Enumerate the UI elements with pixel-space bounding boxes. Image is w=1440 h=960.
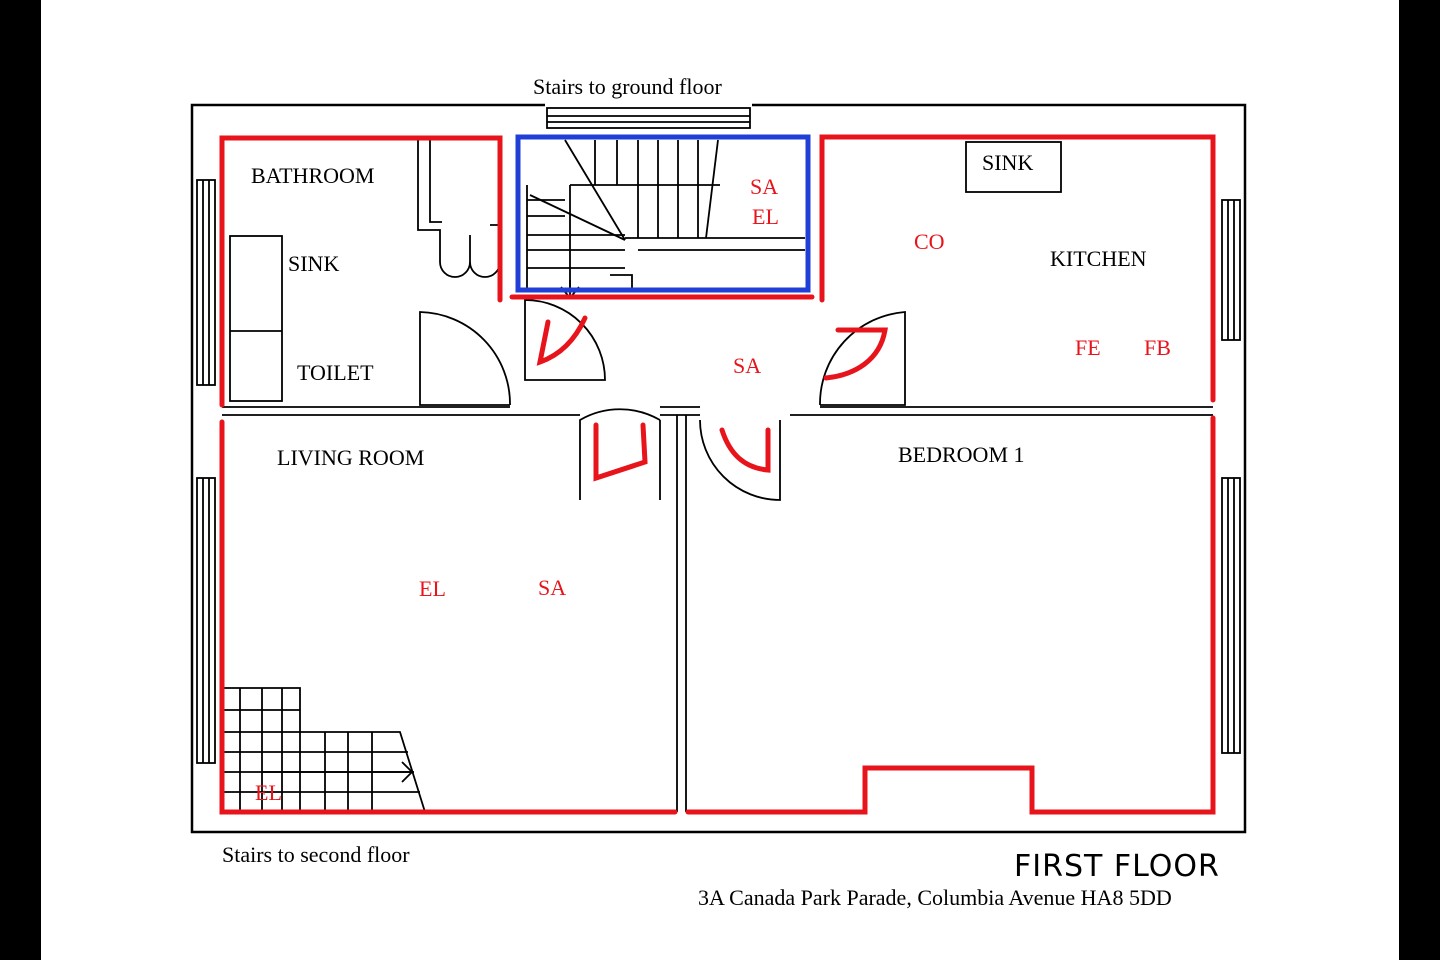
bathroom-label: BATHROOM <box>251 163 374 188</box>
windows <box>196 179 1241 764</box>
toilet-label: TOILET <box>297 360 374 385</box>
stairs-top-label: Stairs to ground floor <box>533 74 722 99</box>
kitchen-fb-marker: FB <box>1144 335 1171 360</box>
hall-sa-marker: SA <box>733 353 761 378</box>
kitchen-fe-marker: FE <box>1075 335 1101 360</box>
outer-walls <box>190 103 1247 834</box>
lower-staircase <box>222 687 426 813</box>
floor-plan: Stairs to ground floor Stairs to second … <box>190 74 1247 910</box>
interior-walls <box>222 140 1213 812</box>
kitchen-sink-label: SINK <box>982 150 1033 175</box>
doors <box>419 299 906 501</box>
address-label: 3A Canada Park Parade, Columbia Avenue H… <box>698 885 1172 910</box>
floor-plan-page: Stairs to ground floor Stairs to second … <box>41 0 1399 960</box>
kitchen-co-marker: CO <box>914 229 945 254</box>
stairs-bottom-label: Stairs to second floor <box>222 842 410 867</box>
stair-sa-marker: SA <box>750 174 778 199</box>
floor-title: FIRST FLOOR <box>1014 849 1220 884</box>
bath-sink-label: SINK <box>288 251 339 276</box>
stair-el-marker: EL <box>752 204 779 229</box>
kitchen-label: KITCHEN <box>1050 246 1147 271</box>
living-el-marker: EL <box>419 576 446 601</box>
living-room-label: LIVING ROOM <box>277 445 424 470</box>
living-stair-el-marker: EL <box>255 780 282 805</box>
living-sa-marker: SA <box>538 575 566 600</box>
fire-boundary-red <box>219 134 1216 815</box>
bedroom-label: BEDROOM 1 <box>898 442 1025 467</box>
stair-enclosure-blue <box>515 134 811 293</box>
